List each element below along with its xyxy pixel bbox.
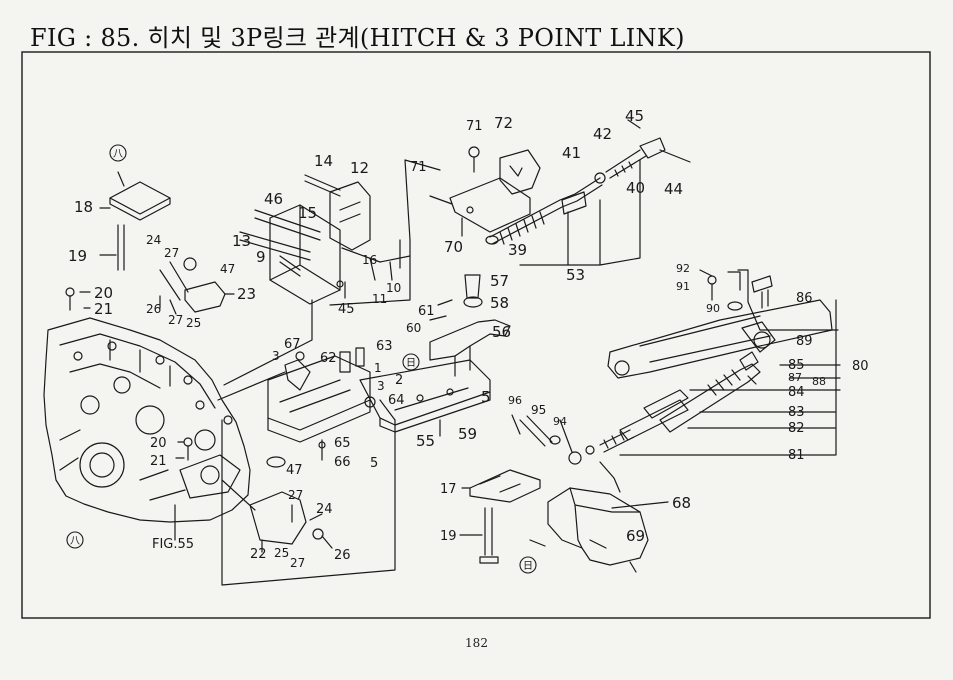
part-84: 84: [788, 385, 805, 400]
part-83: 83: [788, 405, 805, 420]
part-68: 68: [672, 494, 691, 512]
part-23: 23: [237, 285, 256, 303]
part-3: 3: [272, 349, 280, 363]
part-85: 85: [788, 358, 805, 373]
part-70: 70: [444, 238, 463, 256]
part-2: 2: [395, 373, 403, 388]
part-callouts: 18 19 20 21 24 27 47 23 26 27 25 14 12 4…: [68, 107, 869, 570]
part-25: 25: [186, 316, 201, 330]
marker-b-bottom: 日: [523, 561, 533, 572]
part-24: 24: [316, 502, 333, 517]
part-27: 27: [290, 556, 305, 570]
part-fig55-ref: FIG.55: [152, 537, 194, 552]
part-20: 20: [94, 284, 113, 302]
part-14: 14: [314, 152, 333, 170]
part-92: 92: [676, 262, 690, 275]
part-45: 45: [338, 302, 355, 317]
marker-a-bottom: 八: [70, 536, 80, 547]
reference-markers: [66, 144, 537, 574]
part-58: 58: [490, 294, 509, 312]
part-55: 55: [416, 432, 435, 450]
part-17: 17: [440, 482, 457, 497]
part-82: 82: [788, 421, 805, 436]
part-41: 41: [562, 144, 581, 162]
part-10: 10: [386, 281, 401, 295]
part-65: 65: [334, 436, 351, 451]
part-59: 59: [458, 425, 477, 443]
part-47: 47: [286, 463, 303, 478]
part-95: 95: [531, 403, 546, 417]
part-64: 64: [388, 393, 405, 408]
part-5: 5: [370, 456, 378, 471]
part-27: 27: [168, 313, 183, 327]
part-86: 86: [796, 291, 813, 306]
part-1: 1: [374, 361, 382, 375]
part-19: 19: [68, 247, 87, 265]
part-94: 94: [553, 415, 567, 428]
part-12: 12: [350, 159, 369, 177]
part-96: 96: [508, 394, 522, 407]
part-11: 11: [372, 292, 387, 306]
part-91: 91: [676, 280, 690, 293]
part-47: 47: [220, 262, 235, 276]
part-26: 26: [146, 302, 161, 316]
part-21: 21: [150, 454, 167, 469]
part-88: 88: [812, 375, 826, 388]
part-53: 53: [566, 266, 585, 284]
part-25: 25: [274, 546, 289, 560]
part-20: 20: [150, 436, 167, 451]
part-61: 61: [418, 304, 435, 319]
part-44: 44: [664, 180, 683, 198]
part-72: 72: [494, 114, 513, 132]
part-62: 62: [320, 351, 337, 366]
part-71: 71: [410, 160, 427, 175]
part-63: 63: [376, 339, 393, 354]
part-15: 15: [298, 204, 317, 222]
part-22: 22: [250, 547, 267, 562]
part-80: 80: [852, 359, 869, 374]
part-18: 18: [74, 198, 93, 216]
part-39: 39: [508, 241, 527, 259]
part-27: 27: [164, 246, 179, 260]
page-number: 182: [465, 636, 488, 650]
part-42: 42: [593, 125, 612, 143]
part-60: 60: [406, 321, 421, 335]
part-40: 40: [626, 179, 645, 197]
part-56: 56: [492, 323, 511, 341]
part-13: 13: [232, 232, 251, 250]
part-67: 67: [284, 337, 301, 352]
part-87: 87: [788, 371, 802, 384]
marker-b-center: 日: [406, 358, 416, 369]
part-21: 21: [94, 300, 113, 318]
part-66: 66: [334, 455, 351, 470]
part-27: 27: [288, 488, 303, 502]
marker-a-top: 八: [113, 149, 123, 160]
figure-title: FIG : 85. 히치 및 3P링크 관계(HITCH & 3 POINT L…: [30, 24, 685, 52]
part-5: 5: [481, 388, 491, 406]
part-89: 89: [796, 334, 813, 349]
part-90: 90: [706, 302, 720, 315]
part-19: 19: [440, 529, 457, 544]
part-71: 71: [466, 119, 483, 134]
part-81: 81: [788, 448, 805, 463]
part-26: 26: [334, 548, 351, 563]
part-45: 45: [625, 107, 644, 125]
part-16: 16: [362, 253, 377, 267]
drawing: [43, 119, 841, 586]
part-3: 3: [377, 379, 385, 393]
part-24: 24: [146, 233, 161, 247]
diagram-border: [21, 51, 931, 619]
part-57: 57: [490, 272, 509, 290]
part-9: 9: [256, 248, 266, 266]
part-46: 46: [264, 190, 283, 208]
part-69: 69: [626, 527, 645, 545]
marker-labels: 八 八 日 日: [70, 149, 533, 572]
